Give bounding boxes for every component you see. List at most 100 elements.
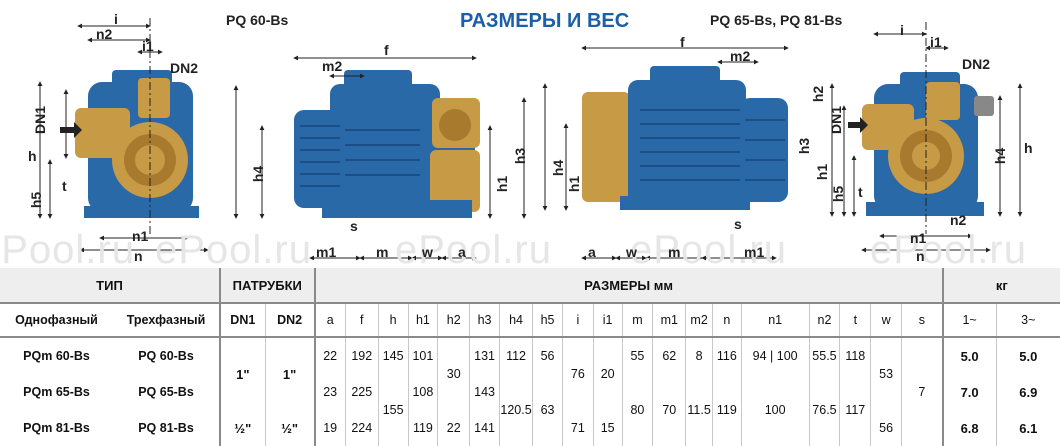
- cell-f: 192: [344, 337, 379, 374]
- cell-weight-3ph: 6.9: [995, 374, 1060, 410]
- dim-label-h5: h5: [830, 185, 847, 203]
- dim-label-a: a: [588, 244, 596, 260]
- dim-label-h1: h1: [494, 175, 511, 193]
- cell-single: PQm 60-Bs: [23, 349, 90, 363]
- watermark: ePool.ru: [155, 228, 312, 272]
- cell-single: PQm 65-Bs: [23, 385, 90, 399]
- header-dim-i: i: [561, 303, 594, 338]
- header-dim-h4: h4: [498, 303, 533, 338]
- cell-dn1: ½": [218, 410, 266, 446]
- cell-a: 22: [313, 337, 346, 374]
- dim-label-f: f: [680, 34, 685, 50]
- cell-m: 80: [621, 374, 653, 446]
- page-title: РАЗМЕРЫ И ВЕС: [460, 10, 630, 32]
- pump-drawings: [37, 18, 1023, 261]
- cell-n1: 100: [740, 374, 810, 446]
- dim-label-s: s: [350, 218, 358, 234]
- dim-label-h4: h4: [992, 147, 1009, 165]
- cell-h5: 63: [532, 374, 563, 446]
- dim-label-h1: h1: [814, 163, 831, 181]
- header-ports: ПАТРУБКИ: [218, 268, 315, 304]
- cell-dn2: 1": [264, 337, 315, 410]
- table-row: PQm 65-Bs PQ 65-Bs 23 225 155 108 143 12…: [0, 374, 1060, 446]
- dim-label-dn2: DN2: [170, 60, 199, 76]
- dim-label-i: i: [900, 22, 904, 38]
- cell-dn2: ½": [264, 410, 315, 446]
- dim-label-n1: n1: [910, 230, 927, 246]
- cell-weight-1ph: 5.0: [941, 337, 997, 374]
- header-dim-i1: i1: [592, 303, 623, 338]
- dim-label-m2: m2: [730, 48, 751, 64]
- cell-i1: 15: [592, 410, 623, 446]
- dim-label-a: a: [458, 244, 466, 260]
- dim-label-m1: m1: [744, 244, 765, 260]
- cell-h1: 119: [407, 410, 438, 446]
- cell-weight-3ph: 5.0: [995, 337, 1060, 374]
- header-dn1: DN1: [218, 303, 266, 338]
- dim-label-dn1: DN1: [828, 105, 845, 135]
- dim-label-h5: h5: [28, 191, 45, 209]
- header-dim-t: t: [839, 303, 871, 338]
- cell-h3: 131: [469, 337, 500, 374]
- dim-label-m2: m2: [322, 58, 343, 74]
- front-view-right: [829, 22, 1023, 253]
- dim-label-i: i: [114, 11, 118, 27]
- header-dim-w: w: [870, 303, 902, 338]
- dimensions-table: ТИП ПАТРУБКИ РАЗМЕРЫ мм кг Однофазный Тр…: [0, 268, 1060, 446]
- dim-label-h4: h4: [550, 159, 567, 177]
- dim-label-f: f: [384, 42, 389, 58]
- header-weight-3ph: 3~: [995, 303, 1060, 338]
- dim-label-m: m: [668, 244, 681, 260]
- dim-label-h4: h4: [250, 165, 267, 183]
- dim-label-dn1: DN1: [32, 105, 49, 135]
- dim-label-n2: n2: [950, 212, 967, 228]
- cell-h: 155: [377, 374, 409, 446]
- cell-single: PQm 81-Bs: [23, 421, 90, 435]
- dim-label-w: w: [626, 244, 637, 260]
- watermark: ePool.ru: [870, 228, 1027, 272]
- cell-t: 118: [839, 337, 871, 374]
- header-dim-h1: h1: [407, 303, 438, 338]
- cell-n1: 94 | 100: [740, 337, 810, 374]
- cell-h1: 108: [407, 374, 438, 410]
- cell-h1: 101: [407, 337, 438, 374]
- table-row: PQm 60-Bs PQ 60-Bs 1" 1" 22 192 145 101 …: [0, 337, 1060, 446]
- front-view-left: [37, 18, 209, 253]
- cell-three: PQ 65-Bs: [138, 385, 194, 399]
- header-dim-f: f: [344, 303, 379, 338]
- cell-m2: 8: [685, 337, 713, 374]
- dim-label-i1: i1: [930, 34, 942, 50]
- header-dim-h5: h5: [532, 303, 563, 338]
- header-dim-n1: n1: [740, 303, 810, 338]
- cell-w: 56: [870, 410, 902, 446]
- table-group-header: ТИП ПАТРУБКИ РАЗМЕРЫ мм кг: [0, 268, 1060, 304]
- dim-label-dn2: DN2: [962, 56, 991, 72]
- side-view-right: [542, 45, 789, 261]
- dim-label-h: h: [28, 148, 37, 164]
- cell-m2: 11.5: [685, 374, 713, 446]
- side-view-left: [233, 55, 527, 261]
- dim-label-n: n: [134, 248, 143, 264]
- dim-label-h3: h3: [796, 137, 813, 155]
- dim-label-n: n: [916, 248, 925, 264]
- dim-label-t: t: [62, 178, 67, 194]
- header-dim-h: h: [377, 303, 409, 338]
- cell-h: 145: [377, 337, 409, 374]
- header-dim-h2: h2: [437, 303, 470, 338]
- cell-f: 224: [344, 410, 379, 446]
- cell-h3: 143: [469, 374, 500, 410]
- cell-h4: 112: [498, 337, 533, 374]
- cell-h2: 30: [437, 337, 470, 410]
- cell-weight-1ph: 6.8: [941, 410, 997, 446]
- cell-weight-1ph: 7.0: [941, 374, 997, 410]
- header-dim-n2: n2: [808, 303, 840, 338]
- dim-label-h3: h3: [512, 147, 529, 165]
- cell-s: 7: [901, 337, 943, 446]
- cell-i1: 20: [592, 337, 623, 410]
- header-dn2: DN2: [264, 303, 315, 338]
- cell-i: 76: [561, 337, 594, 410]
- dim-label-m: m: [376, 244, 389, 260]
- cell-n: 119: [711, 374, 742, 446]
- cell-m1: 62: [652, 337, 686, 374]
- cell-a: 19: [313, 410, 346, 446]
